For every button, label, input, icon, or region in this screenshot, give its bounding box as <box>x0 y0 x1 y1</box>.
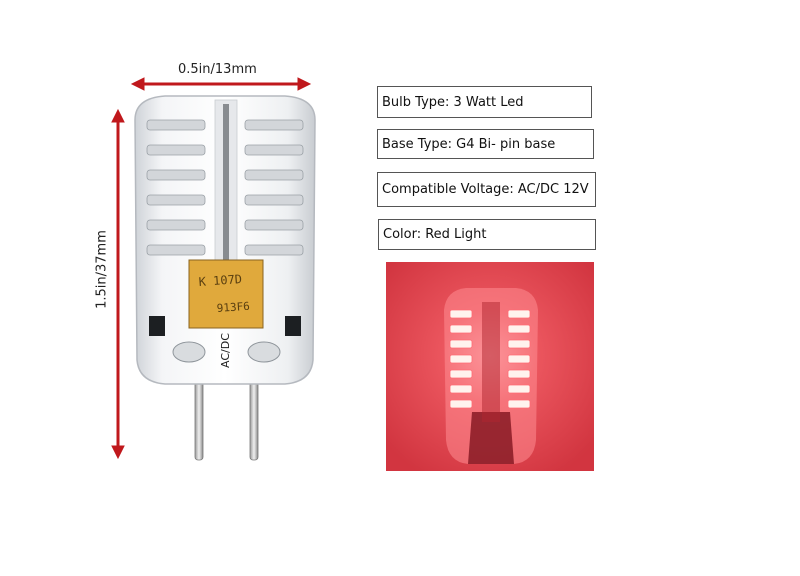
lit-bulb-photo <box>386 262 594 471</box>
led-chip <box>244 194 304 206</box>
spec-voltage: Compatible Voltage: AC/DC 12V <box>377 172 596 207</box>
led-chip <box>244 244 304 256</box>
lit-led-chip <box>507 354 531 364</box>
width-dimension-label: 0.5in/13mm <box>178 62 257 77</box>
lit-led-chip <box>449 399 473 409</box>
led-chip <box>244 219 304 231</box>
lit-led-chip <box>507 369 531 379</box>
led-chip <box>146 144 206 156</box>
lit-led-chip <box>449 369 473 379</box>
lit-led-chip <box>507 399 531 409</box>
led-chip <box>244 169 304 181</box>
lit-led-chip <box>449 339 473 349</box>
lit-led-chip <box>449 354 473 364</box>
lit-led-chip <box>449 324 473 334</box>
lit-led-chip <box>507 309 531 319</box>
spec-color: Color: Red Light <box>378 219 596 250</box>
lit-led-chip <box>507 324 531 334</box>
lit-led-chip <box>507 339 531 349</box>
lit-led-chip <box>449 384 473 394</box>
led-chip <box>146 244 206 256</box>
polarity-text: AC/DC <box>219 333 232 368</box>
height-dimension-label: 1.5in/37mm <box>94 230 110 309</box>
led-chip <box>244 144 304 156</box>
led-chip <box>146 119 206 131</box>
lit-led-chip <box>507 384 531 394</box>
capacitor-code-text: 913F6 <box>216 300 250 315</box>
led-chip <box>146 169 206 181</box>
bulb-image: K 107D 913F6 AC/DC <box>134 95 316 461</box>
spec-base-type: Base Type: G4 Bi- pin base <box>377 129 594 159</box>
led-chip <box>146 219 206 231</box>
led-chip <box>244 119 304 131</box>
spec-bulb-type: Bulb Type: 3 Watt Led <box>377 86 592 118</box>
capacitor-text: K 107D <box>198 272 242 289</box>
lit-led-chip <box>449 309 473 319</box>
led-chip <box>146 194 206 206</box>
